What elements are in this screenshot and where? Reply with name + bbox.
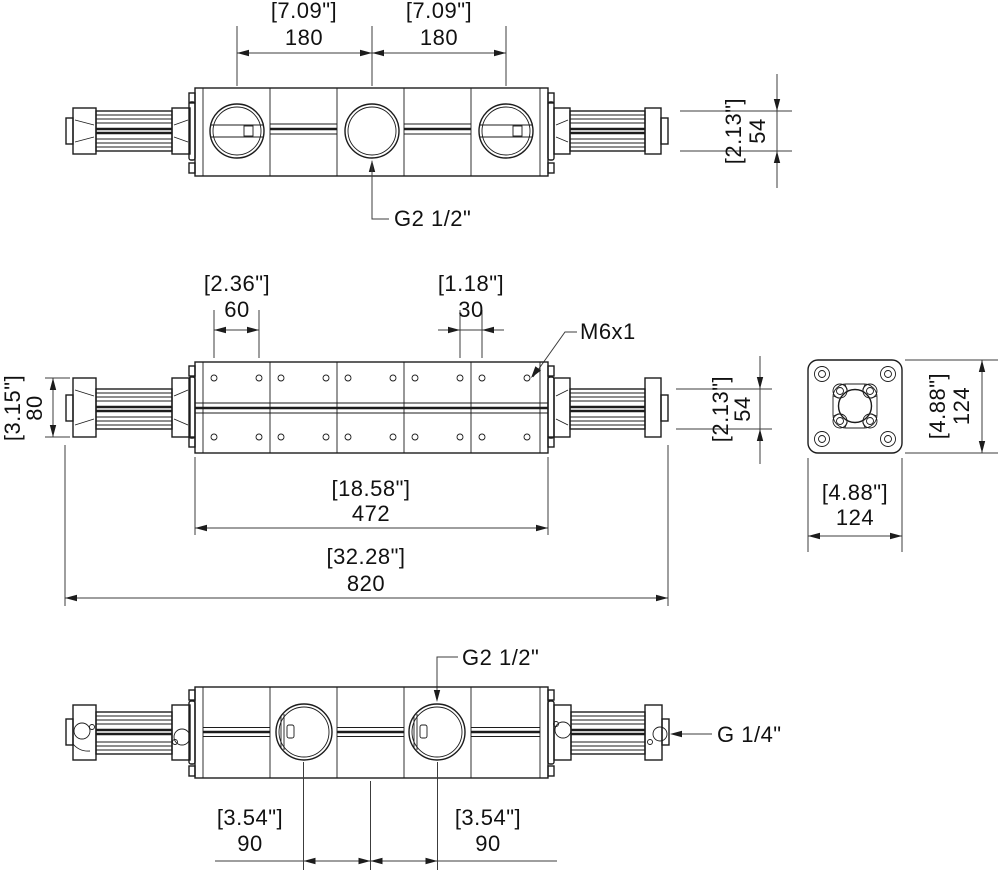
top-view-left-shaft xyxy=(65,101,196,161)
end-view: [4.88"] 124 [4.88"] 124 xyxy=(807,359,998,552)
dim-30-inch: [1.18"] xyxy=(438,271,504,296)
end-height-dimension: [4.88"] 124 xyxy=(905,359,998,454)
front-hole-dimensions: [2.36"] 60 [1.18"] 30 xyxy=(204,271,504,358)
bottom-view-body xyxy=(188,686,555,779)
top-g2-callout: G2 1/2" xyxy=(368,160,471,231)
front-view-left-shaft xyxy=(65,376,196,439)
bottom-port-circle-right xyxy=(408,703,466,761)
dim-90-right-mm: 90 xyxy=(475,831,500,856)
dim-80-mm: 80 xyxy=(22,395,47,420)
dim-90-left-inch: [3.54"] xyxy=(217,805,283,830)
dim-472-mm: 472 xyxy=(352,501,390,526)
front-view-right-shaft xyxy=(547,376,669,439)
front-end-height-dimension: [3.15"] 80 xyxy=(0,375,70,441)
side-port-callout-label: G 1/4" xyxy=(717,722,782,747)
thread-callout-label: M6x1 xyxy=(580,319,636,344)
dim-180-right-mm: 180 xyxy=(420,25,458,50)
dim-180-left-mm: 180 xyxy=(285,25,323,50)
top-pitch-dimension: [7.09"] 180 [7.09"] 180 xyxy=(236,0,507,86)
dim-90-left-mm: 90 xyxy=(237,831,262,856)
bottom-port-dimensions: [3.54"] 90 [3.54"] 90 xyxy=(215,762,557,870)
dim-90-right-inch: [3.54"] xyxy=(455,805,521,830)
bottom-port-callout-label: G2 1/2" xyxy=(462,645,539,670)
bottom-view: G2 1/2" xyxy=(65,645,782,870)
port-circle-center xyxy=(344,103,400,159)
front-shaft-height-dimension: [2.13"] 54 xyxy=(676,356,772,464)
dim-30-mm: 30 xyxy=(458,297,483,322)
dim-472-inch: [18.58"] xyxy=(331,476,410,501)
dim-180-left-inch: [7.09"] xyxy=(271,0,337,23)
port-circle-right xyxy=(478,103,534,159)
front-view: [2.36"] 60 [1.18"] 30 M6x1 xyxy=(0,271,772,606)
dim-820-inch: [32.28"] xyxy=(326,544,405,569)
top-port-callout-label: G2 1/2" xyxy=(394,206,471,231)
dim-124-width-inch: [4.88"] xyxy=(822,480,888,505)
bottom-port-circle-left xyxy=(275,703,333,761)
dim-60-mm: 60 xyxy=(224,297,249,322)
top-view-right-shaft xyxy=(547,101,669,161)
m6-callout: M6x1 xyxy=(531,319,636,378)
dim-54-front-mm: 54 xyxy=(730,396,755,421)
dim-54-top-mm: 54 xyxy=(745,118,770,143)
mounting-holes-bottom-row xyxy=(210,433,531,441)
bottom-g2-callout: G2 1/2" xyxy=(433,645,539,702)
mounting-holes-top-row xyxy=(210,374,531,382)
top-shaft-height-dimension: [2.13"] 54 xyxy=(680,74,792,188)
dim-60-inch: [2.36"] xyxy=(204,271,270,296)
center-flange xyxy=(832,383,878,429)
dim-54-top-inch: [2.13"] xyxy=(721,98,746,164)
dim-124-height-mm: 124 xyxy=(949,387,974,425)
dim-80-inch: [3.15"] xyxy=(0,375,25,441)
bottom-view-right-shaft xyxy=(547,700,670,765)
front-view-body xyxy=(188,361,555,454)
port-circle-left xyxy=(209,103,265,159)
end-width-dimension: [4.88"] 124 xyxy=(807,458,903,552)
dim-820-mm: 820 xyxy=(347,571,385,596)
dim-54-front-inch: [2.13"] xyxy=(708,376,733,442)
bottom-view-left-shaft xyxy=(65,700,196,765)
corner-bolt-holes xyxy=(814,366,896,447)
top-view: [7.09"] 180 [7.09"] 180 xyxy=(65,0,792,231)
dim-180-right-inch: [7.09"] xyxy=(406,0,472,23)
dim-124-width-mm: 124 xyxy=(836,505,874,530)
g14-callout: G 1/4" xyxy=(670,722,782,747)
dim-124-height-inch: [4.88"] xyxy=(925,373,950,439)
body-length-dimension: [18.58"] 472 xyxy=(194,457,549,535)
overall-length-dimension: [32.28"] 820 xyxy=(64,445,669,606)
